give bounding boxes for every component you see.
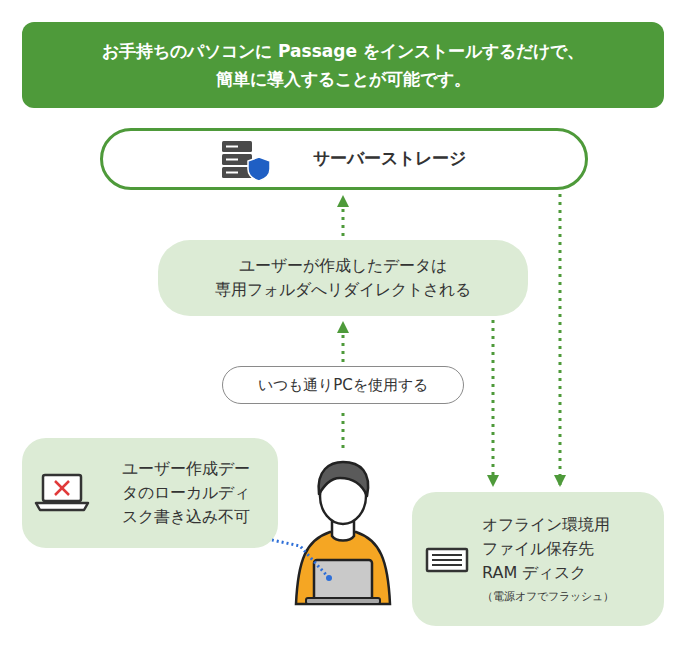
ram-disk-icon: [427, 549, 467, 571]
person-link: [342, 408, 345, 448]
dashed-arrow: [559, 194, 562, 486]
dashed-arrow: [342, 196, 345, 236]
node-text: ユーザー作成デー タのローカルディ スク書き込み不可: [122, 457, 260, 529]
dashed-arrow: [492, 320, 495, 486]
laptop-no-write-icon: [36, 475, 88, 510]
storage-box: サーバーストレージ: [100, 128, 588, 190]
node-text: サーバーストレージ: [313, 146, 466, 172]
usage-pill: いつも通りPCを使用する: [222, 366, 464, 404]
local-disk-note: ユーザー作成デー タのローカルディ スク書き込み不可: [22, 438, 278, 548]
title-banner: お手持ちのパソコンに Passage をインストールするだけで、 簡単に導入する…: [22, 22, 664, 108]
title-text: お手持ちのパソコンに Passage をインストールするだけで、 簡単に導入する…: [42, 37, 644, 93]
ram-disk-box: オフライン環境用 ファイル保存先 RAM ディスク （電源オフでフラッシュ）: [412, 492, 664, 626]
redirect-box: ユーザーが作成したデータは 専用フォルダへリダイレクトされる: [158, 240, 528, 316]
node-note: （電源オフでフラッシュ）: [482, 589, 614, 606]
dashed-arrow: [342, 322, 345, 362]
person-illustration: [296, 462, 390, 604]
node-text: いつも通りPCを使用する: [258, 374, 428, 397]
node-text: オフライン環境用 ファイル保存先 RAM ディスク: [482, 513, 632, 585]
server-icon: [222, 141, 270, 181]
leader-line: [272, 540, 332, 581]
node-text: ユーザーが作成したデータは 専用フォルダへリダイレクトされる: [178, 254, 508, 302]
